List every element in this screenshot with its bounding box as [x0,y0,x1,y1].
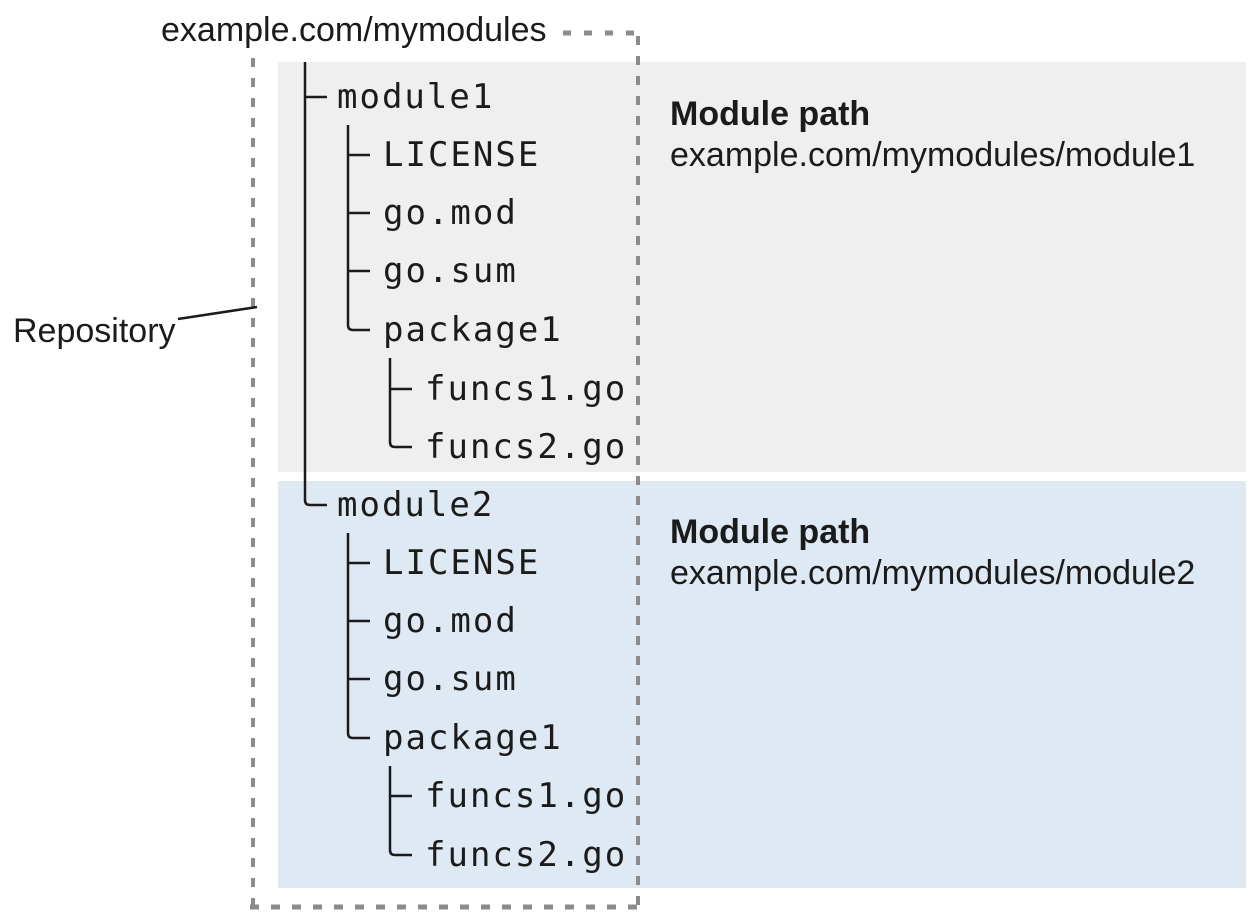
module1-annotation-path: example.com/mymodules/module1 [670,136,1196,174]
module2-annotation: Module path example.com/mymodules/module… [670,512,1195,594]
tree-item-module2-funcs1: funcs1.go [425,776,628,816]
tree-item-module2-gosum: go.sum [383,659,518,699]
tree-item-module2-package1: package1 [383,718,563,758]
module2-annotation-path: example.com/mymodules/module2 [670,554,1196,592]
repository-pointer-line [177,305,258,321]
tree-item-module2-funcs2: funcs2.go [425,835,628,875]
tree-item-module2-gomod: go.mod [383,601,518,641]
tree-item-module1-gomod: go.mod [383,193,518,233]
module1-annotation: Module path example.com/mymodules/module… [670,94,1195,176]
tree-item-module1-funcs1: funcs1.go [425,369,628,409]
module2-annotation-heading: Module path [670,513,871,551]
tree-item-module1-gosum: go.sum [383,251,518,291]
tree-item-module1-license: LICENSE [383,135,541,175]
module1-panel [278,62,1246,472]
tree-item-module1-package1: package1 [383,310,563,350]
repository-label: Repository [13,312,176,350]
tree-item-module2: module2 [337,485,495,525]
module2-panel [278,481,1246,888]
tree-item-module1-funcs2: funcs2.go [425,427,628,467]
tree-item-module1: module1 [337,77,495,117]
module1-annotation-heading: Module path [670,95,871,133]
tree-item-module2-license: LICENSE [383,543,541,583]
repo-title: example.com/mymodules [161,11,547,49]
